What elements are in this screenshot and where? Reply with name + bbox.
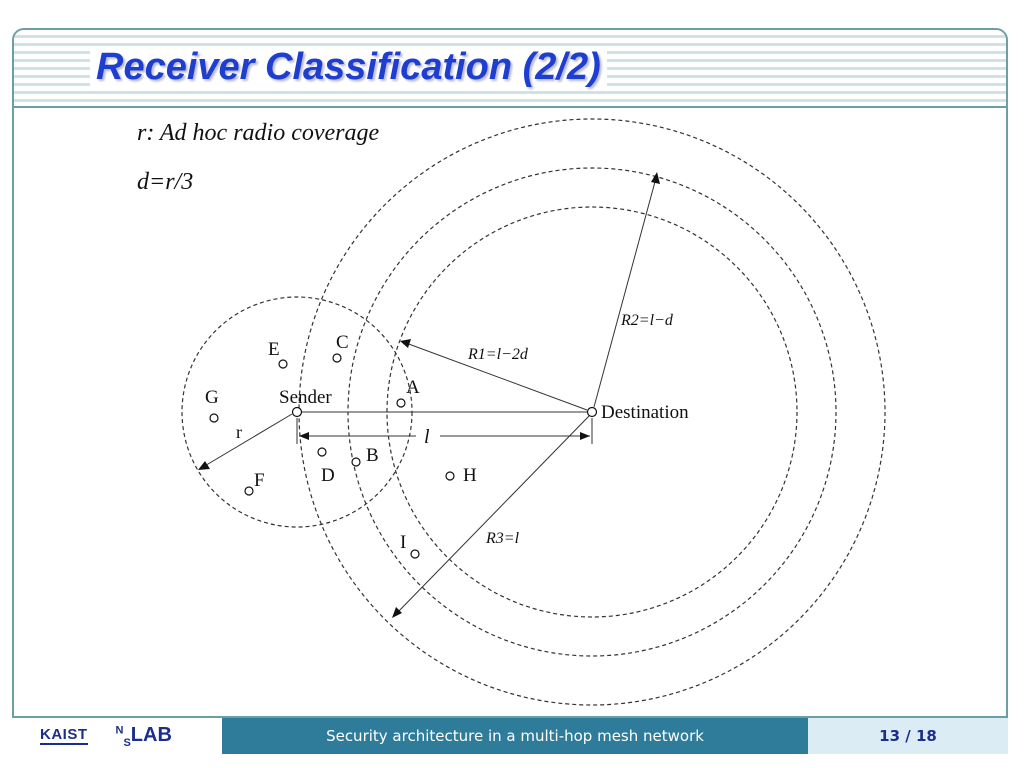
label-e: E xyxy=(268,339,280,360)
r-radius-line xyxy=(202,413,293,468)
label-r3: R3=l xyxy=(485,530,520,547)
kaist-logo: KAIST xyxy=(40,726,88,745)
legend-coverage: r: Ad hoc radio coverage xyxy=(137,120,380,146)
label-c: C xyxy=(336,332,349,353)
node-destination xyxy=(586,406,598,418)
label-r: r xyxy=(236,422,242,442)
diagram-background xyxy=(132,108,900,708)
node-sender xyxy=(291,406,303,418)
label-r2: R2=l−d xyxy=(620,312,674,329)
r2-radius-line xyxy=(593,177,657,408)
nslab-logo-n: N xyxy=(115,723,124,736)
slide-title: Receiver Classification (2/2) xyxy=(90,46,607,89)
r3-arrow-head xyxy=(392,607,402,618)
footer-logos: KAIST NSLAB xyxy=(12,718,222,754)
label-f: F xyxy=(254,470,265,491)
node-d xyxy=(317,447,327,457)
r1-radius-line xyxy=(405,342,588,411)
label-b: B xyxy=(366,445,379,466)
label-r1: R1=l−2d xyxy=(467,346,529,363)
label-h: H xyxy=(463,465,477,486)
r2-arrow-head xyxy=(651,172,660,184)
node-c xyxy=(332,353,342,363)
r1-arrow-head xyxy=(400,339,411,348)
nslab-logo: NSLAB xyxy=(116,724,172,749)
legend-d: d=r/3 xyxy=(137,169,193,195)
label-a: A xyxy=(406,377,420,398)
node-b xyxy=(351,457,361,467)
node-f xyxy=(244,486,254,496)
label-l: l xyxy=(424,426,430,448)
node-i xyxy=(410,549,420,559)
label-d: D xyxy=(321,465,335,486)
l-arrow-left xyxy=(299,432,309,440)
page-number: 13 / 18 xyxy=(808,718,1008,754)
node-h xyxy=(445,471,455,481)
nslab-logo-s: S xyxy=(123,736,131,749)
nslab-logo-lab: LAB xyxy=(130,723,172,746)
node-g xyxy=(209,413,219,423)
node-a xyxy=(396,398,406,408)
footer-text: Security architecture in a multi-hop mes… xyxy=(222,718,808,754)
label-i: I xyxy=(400,532,406,553)
node-e xyxy=(278,359,288,369)
label-g: G xyxy=(205,387,219,408)
slide-footer: KAIST NSLAB Security architecture in a m… xyxy=(12,716,1008,754)
circle-r1 xyxy=(386,206,798,618)
label-sender: Sender xyxy=(279,387,332,408)
l-arrow-right xyxy=(580,432,590,440)
r3-radius-line xyxy=(395,415,590,615)
label-destination: Destination xyxy=(601,402,689,423)
r-arrow-head xyxy=(198,461,210,470)
